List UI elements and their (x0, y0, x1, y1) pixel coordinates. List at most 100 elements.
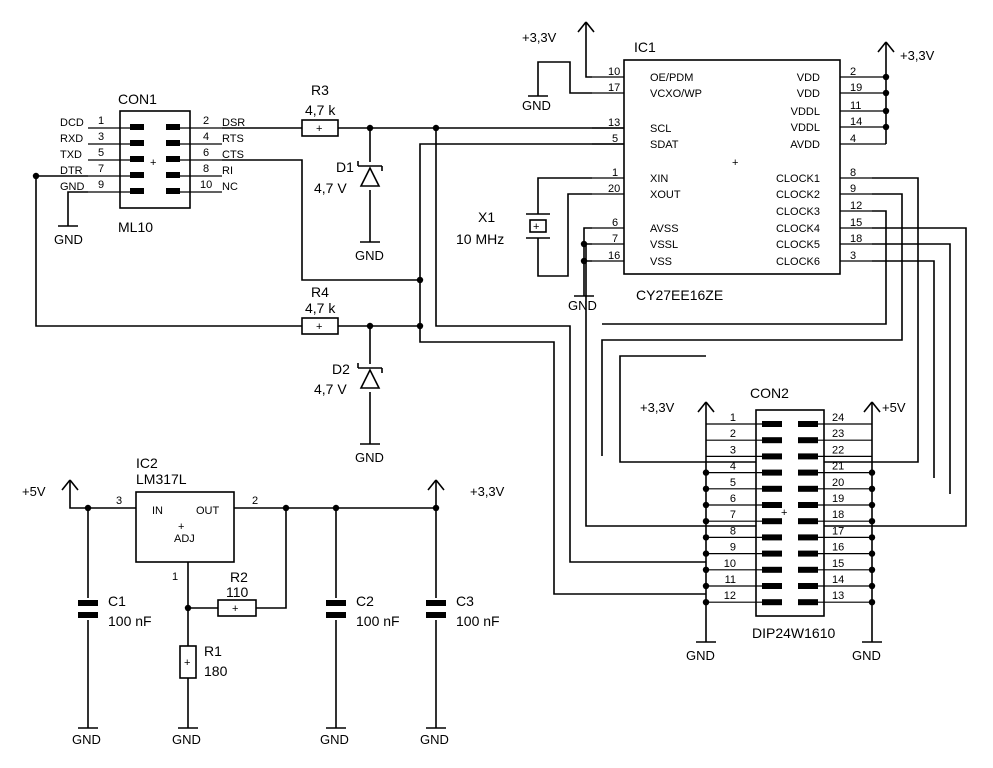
svg-text:4: 4 (850, 133, 856, 145)
svg-text:6: 6 (612, 217, 618, 229)
svg-text:+: + (781, 507, 787, 519)
svg-text:CLOCK3: CLOCK3 (776, 206, 820, 218)
svg-text:GND: GND (420, 732, 449, 747)
con1-label-dcd: DCD (60, 117, 84, 129)
svg-text:+: + (178, 521, 184, 533)
svg-text:R1: R1 (204, 643, 222, 659)
con1-label-nc: NC (222, 181, 238, 193)
svg-text:C3: C3 (456, 593, 474, 609)
svg-text:VDDL: VDDL (791, 106, 820, 118)
d1: D1 4,7 V (314, 159, 383, 196)
con2-pin-left: 7 (730, 509, 736, 521)
svg-text:R3: R3 (311, 82, 329, 98)
con2-pad (798, 485, 818, 492)
svg-text:C2: C2 (356, 593, 374, 609)
svg-text:CY27EE16ZE: CY27EE16ZE (636, 287, 723, 303)
con2-pin-left: 4 (730, 461, 736, 473)
svg-text:3: 3 (850, 250, 856, 262)
con2-pad (762, 453, 782, 460)
con2-pad (762, 502, 782, 508)
svg-text:GND: GND (320, 732, 349, 747)
con1-pad (130, 140, 144, 146)
svg-text:DIP24W1610: DIP24W1610 (752, 625, 835, 641)
svg-text:VDD: VDD (797, 88, 820, 100)
con2-pin-right: 22 (832, 444, 844, 456)
svg-text:+3,3V: +3,3V (470, 484, 505, 499)
con2-pin-left: 5 (730, 477, 736, 489)
con2-pad (762, 550, 782, 557)
svg-text:+3,3V: +3,3V (900, 48, 935, 63)
svg-text:+: + (533, 221, 539, 233)
svg-text:14: 14 (850, 116, 862, 128)
con2-pad (798, 566, 818, 573)
con1-pin-1: 1 (98, 115, 104, 127)
svg-text:2: 2 (252, 495, 258, 507)
con2-pin-right: 19 (832, 493, 844, 505)
svg-text:+5V: +5V (22, 484, 46, 499)
con1-pad (166, 140, 180, 146)
gnd-d2: GND (355, 450, 384, 465)
con2-pin-left: 2 (730, 428, 736, 440)
svg-text:CON2: CON2 (750, 385, 789, 401)
svg-text:GND: GND (852, 648, 881, 663)
con2-pin-right: 21 (832, 461, 844, 473)
svg-text:GND: GND (172, 732, 201, 747)
svg-text:AVSS: AVSS (650, 223, 679, 235)
svg-text:IC2: IC2 (136, 455, 158, 471)
con2-pin-right: 20 (832, 477, 844, 489)
con2-pad (798, 583, 818, 589)
con2-pin-right: 17 (832, 525, 844, 537)
con2-pin-right: 13 (832, 590, 844, 602)
c2: C2 100 nF (326, 593, 400, 629)
svg-text:20: 20 (608, 183, 620, 195)
svg-text:13: 13 (608, 117, 620, 129)
svg-text:GND: GND (686, 648, 715, 663)
con2-pin-left: 12 (724, 590, 736, 602)
con2-pin-left: 3 (730, 444, 736, 456)
svg-text:GND: GND (54, 232, 83, 247)
con1-name: CON1 (118, 91, 157, 107)
svg-text:100 nF: 100 nF (456, 613, 500, 629)
c3: C3 100 nF (426, 593, 500, 629)
svg-text:CLOCK6: CLOCK6 (776, 256, 820, 268)
con2-pad (762, 534, 782, 541)
con2-pad (762, 518, 782, 525)
svg-text:CLOCK2: CLOCK2 (776, 189, 820, 201)
con2-pin-left: 11 (725, 574, 736, 586)
svg-text:C1: C1 (108, 593, 126, 609)
gnd-d1: GND (355, 248, 384, 263)
svg-text:GND: GND (568, 298, 597, 313)
con2-pad (762, 583, 782, 589)
r1: + R1 180 (179, 643, 228, 679)
con1-pin-7: 7 (98, 163, 104, 175)
con2-pin-left: 9 (730, 542, 736, 554)
svg-text:1: 1 (172, 571, 178, 583)
svg-text:+: + (316, 123, 322, 135)
svg-text:10: 10 (608, 66, 620, 78)
svg-text:CLOCK1: CLOCK1 (776, 173, 820, 185)
svg-text:IC1: IC1 (634, 39, 656, 55)
con2-pad (798, 502, 818, 508)
svg-text:+: + (732, 157, 738, 169)
gnd-con1: GND (54, 191, 88, 247)
svg-text:+3,3V: +3,3V (522, 30, 557, 45)
con1-pad (130, 124, 144, 130)
con1-label-gnd: GND (60, 181, 85, 193)
con1-pad (130, 156, 144, 162)
con2-pad (762, 599, 782, 606)
con1-pad (166, 172, 180, 178)
con2-pad (762, 421, 782, 427)
con2-pad (762, 485, 782, 492)
svg-text:4,7 k: 4,7 k (305, 102, 336, 118)
svg-text:GND: GND (72, 732, 101, 747)
svg-text:VCXO/WP: VCXO/WP (650, 88, 702, 100)
r3: + R3 4,7 k (301, 82, 339, 137)
con1-pin-6: 6 (203, 147, 209, 159)
con1-label-dtr: DTR (60, 165, 83, 177)
svg-text:3: 3 (116, 495, 122, 507)
con1-pin-9: 9 (98, 179, 104, 191)
con1-pad (166, 156, 180, 162)
svg-text:10 MHz: 10 MHz (456, 231, 504, 247)
